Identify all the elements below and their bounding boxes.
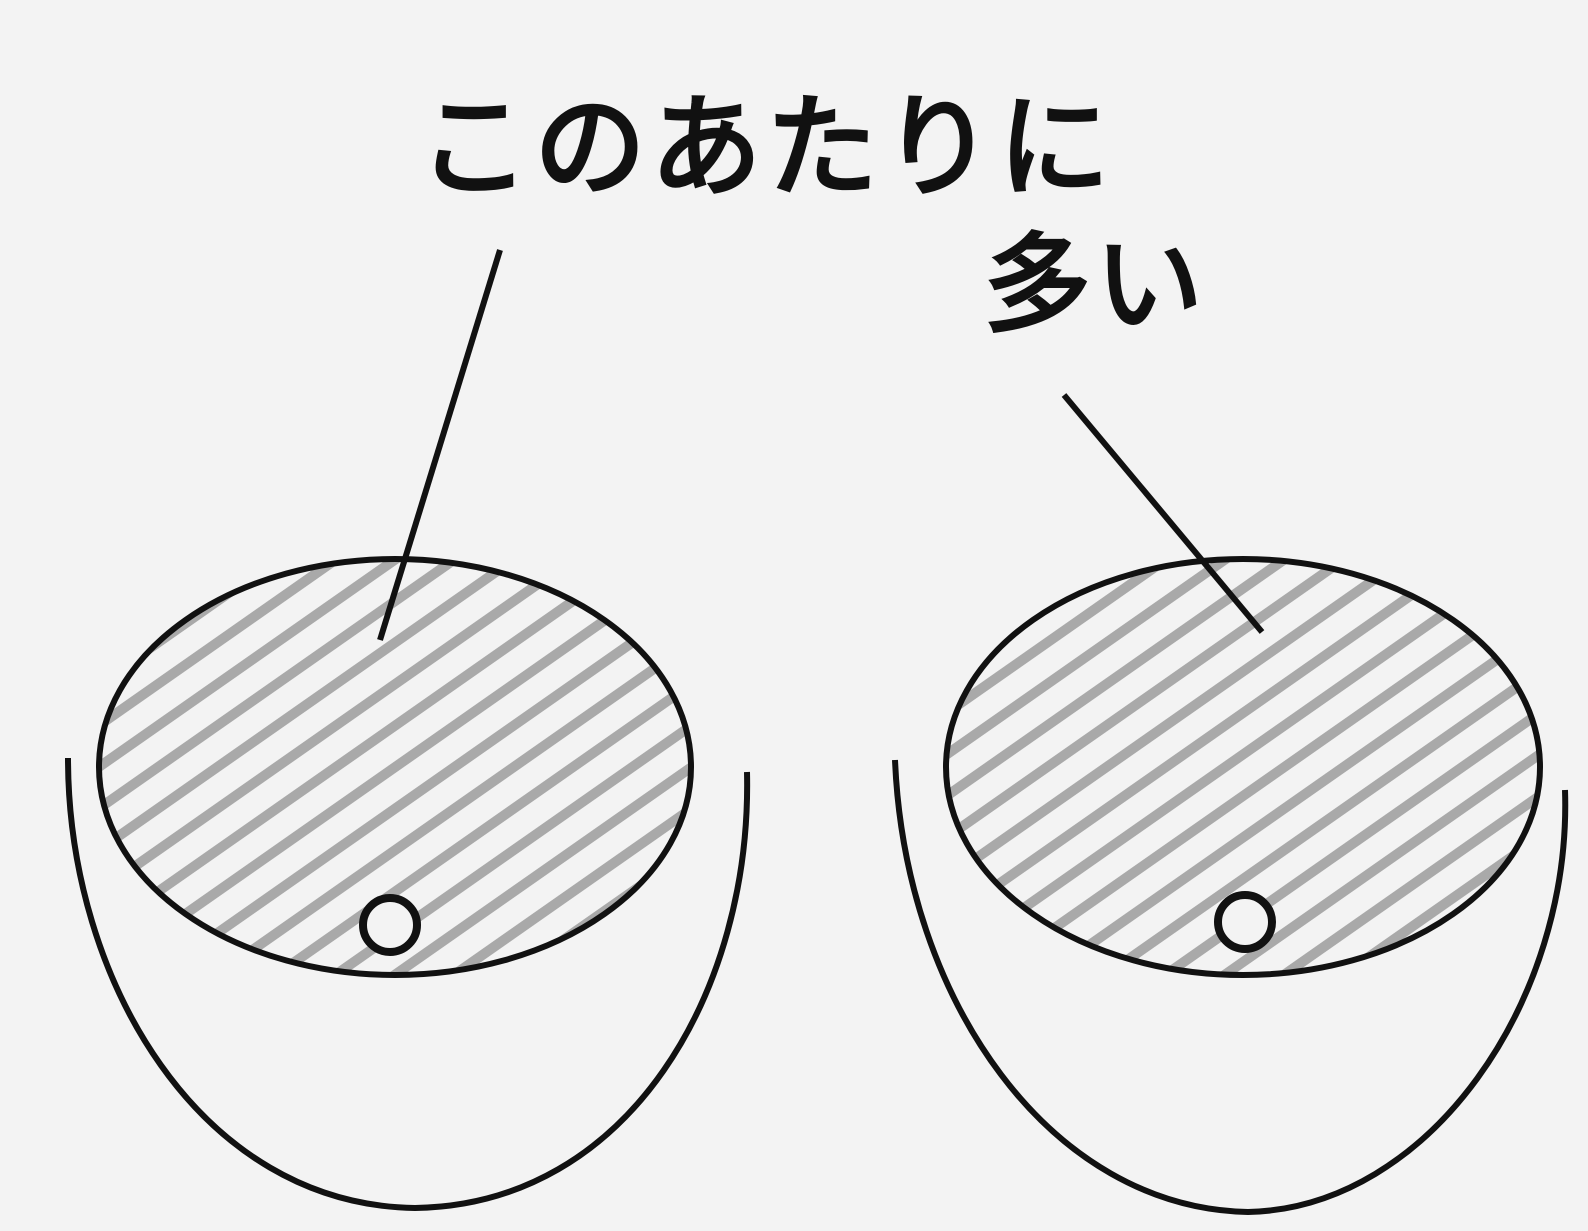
right-cup (895, 395, 1565, 1212)
left-cup-small-circle (363, 898, 417, 952)
left-cup (68, 250, 747, 1208)
label-line-1: このあたりに (418, 92, 1114, 204)
right-cup-small-circle (1218, 895, 1272, 949)
label-line-2: 多い (983, 232, 1207, 340)
